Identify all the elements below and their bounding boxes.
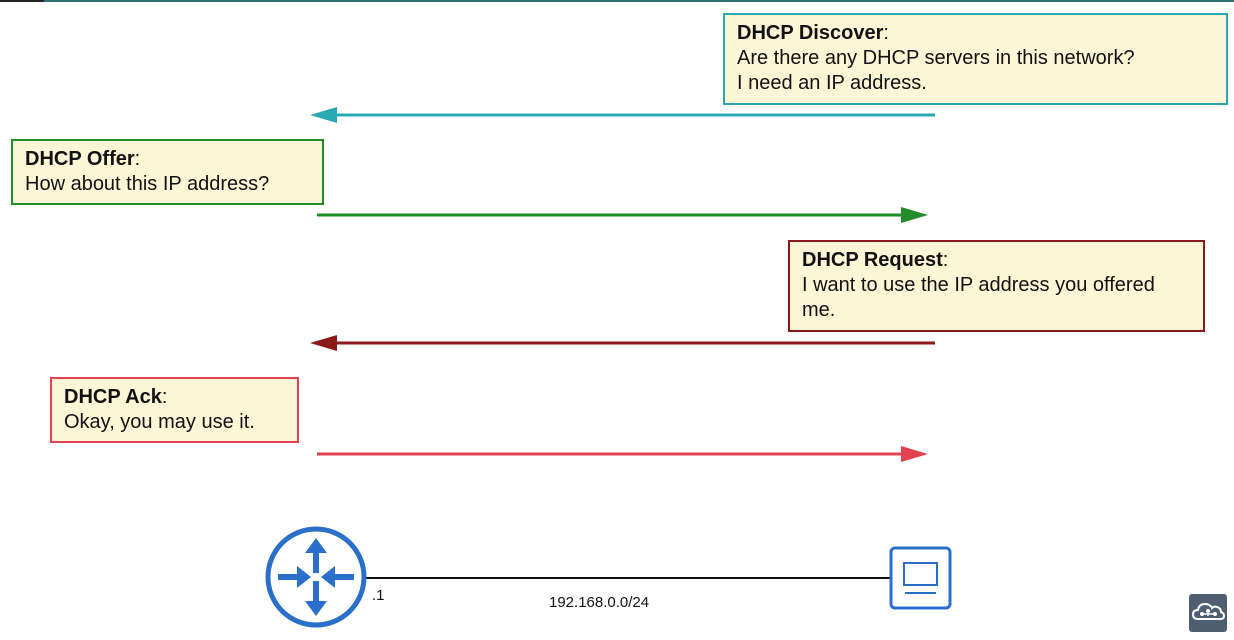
dhcp-discover-box: DHCP Discover: Are there any DHCP server… (723, 13, 1228, 105)
offer-arrow (317, 207, 928, 223)
dhcp-request-box: DHCP Request: I want to use the IP addre… (788, 240, 1205, 332)
dhcp-request-colon: : (942, 249, 949, 271)
dhcp-ack-box: DHCP Ack: Okay, you may use it. (50, 377, 299, 443)
dhcp-discover-line-1: Are there any DHCP servers in this netwo… (737, 47, 1135, 69)
request-arrow (310, 335, 935, 351)
top-border-line (0, 0, 1234, 2)
dhcp-request-line-1: I want to use the IP address you offered… (802, 274, 1155, 321)
pc-icon (889, 546, 952, 610)
dhcp-request-title: DHCP Request (802, 249, 943, 271)
top-border-accent (0, 0, 44, 2)
ack-arrow (317, 446, 928, 462)
dhcp-ack-colon: : (161, 386, 168, 408)
cloud-logo-graphic (1191, 602, 1226, 620)
dhcp-offer-line-1: How about this IP address? (25, 173, 270, 195)
dhcp-offer-colon: : (134, 148, 141, 170)
dhcp-ack-line-1: Okay, you may use it. (64, 411, 255, 433)
dhcp-offer-box: DHCP Offer: How about this IP address? (11, 139, 324, 205)
router-icon (265, 526, 367, 628)
discover-arrow (310, 107, 935, 123)
dhcp-discover-colon: : (883, 22, 889, 44)
dhcp-offer-title: DHCP Offer (25, 148, 135, 170)
cloud-network-logo-icon (1189, 594, 1227, 632)
router-ip-label: .1 (372, 587, 385, 604)
dhcp-discover-line-2: I need an IP address. (737, 72, 927, 94)
dhcp-discover-title: DHCP Discover (737, 22, 884, 44)
dhcp-ack-title: DHCP Ack (64, 386, 162, 408)
subnet-label: 192.168.0.0/24 (549, 594, 650, 611)
